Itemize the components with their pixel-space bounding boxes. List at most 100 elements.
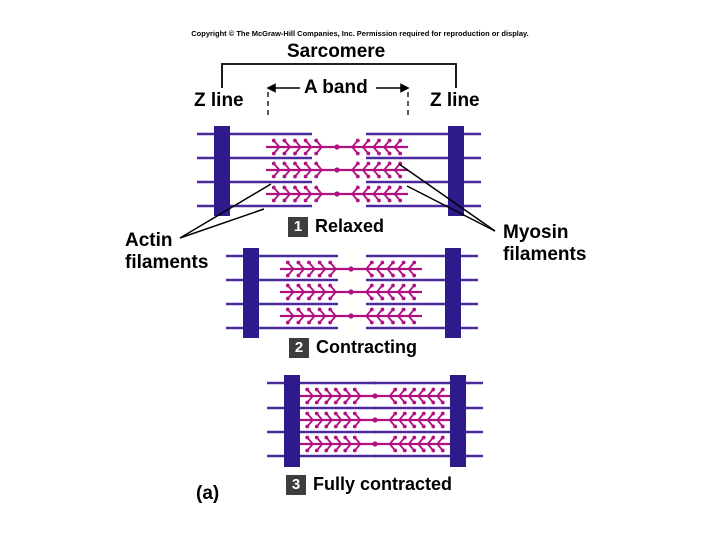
myosin-head-tip xyxy=(380,260,385,265)
myosin-head xyxy=(351,140,359,148)
myosin-head xyxy=(407,395,415,403)
myosin-head-tip xyxy=(314,424,319,429)
myosin-head-tip xyxy=(333,411,338,416)
myosin-head xyxy=(383,163,390,171)
myosin-head xyxy=(294,146,302,154)
myosin-head xyxy=(393,140,401,148)
myosin-head xyxy=(365,268,373,276)
myosin-head-tip xyxy=(412,387,417,392)
myosin-head xyxy=(376,315,383,323)
myosin-head xyxy=(383,140,390,148)
myosin-head xyxy=(294,140,302,148)
myosin-head xyxy=(393,146,401,154)
myosin-head xyxy=(354,413,362,421)
myosin-head xyxy=(393,193,401,201)
myosin-head xyxy=(354,395,362,403)
m-line-dot xyxy=(348,313,354,319)
myosin-head xyxy=(273,140,281,148)
myosin-head-tip xyxy=(333,387,338,392)
myosin-head-tip xyxy=(412,296,417,301)
myosin-head xyxy=(329,262,337,270)
myosin-head xyxy=(308,285,316,293)
myosin-head-tip xyxy=(271,185,276,190)
myosin-head xyxy=(305,187,312,195)
a-band-boundaries xyxy=(267,92,409,118)
myosin-head xyxy=(407,285,415,293)
myosin-head xyxy=(393,163,401,171)
myosin-head-tip xyxy=(285,296,290,301)
myosin-head-tip xyxy=(303,198,308,203)
myosin-head xyxy=(351,146,359,154)
myosin-head-tip xyxy=(402,448,407,453)
myosin-head-tip xyxy=(317,296,322,301)
myosin-head-tip xyxy=(412,411,417,416)
myosin-head-tip xyxy=(282,185,287,190)
stage-label: Contracting xyxy=(316,337,417,357)
myosin-head xyxy=(407,315,415,323)
myosin-head-tip xyxy=(440,424,445,429)
myosin-head-tip xyxy=(293,161,297,166)
myosin-head xyxy=(344,413,352,421)
myosin-head-tip xyxy=(366,151,371,156)
myosin-head-tip xyxy=(440,387,445,392)
myosin-head xyxy=(298,262,305,270)
myosin-head xyxy=(426,437,434,445)
myosin-head-tip xyxy=(393,387,398,392)
stage-number-box: 1 xyxy=(288,216,308,237)
myosin-head xyxy=(417,389,425,397)
stage-number-box: 2 xyxy=(289,337,309,358)
myosin-head-tip xyxy=(293,174,297,179)
myosin-head xyxy=(329,309,337,317)
myosin-head xyxy=(386,291,394,299)
myosin-head-tip xyxy=(305,448,310,453)
myosin-head-tip xyxy=(317,260,322,265)
myosin-head-tip xyxy=(282,151,287,156)
myosin-head xyxy=(305,146,312,154)
myosin-head xyxy=(298,291,305,299)
myosin-head xyxy=(372,140,380,148)
myosin-head xyxy=(398,395,406,403)
myosin-head-tip xyxy=(421,424,426,429)
myosin-head xyxy=(388,419,396,427)
myosin-head-tip xyxy=(401,307,406,312)
myosin-head-tip xyxy=(285,273,290,278)
myosin-head-tip xyxy=(333,435,338,440)
myosin-head xyxy=(329,285,337,293)
myosin-head-tip xyxy=(366,185,371,190)
myosin-head-tip xyxy=(401,296,406,301)
myosin-head-tip xyxy=(328,320,333,325)
myosin-head-tip xyxy=(412,424,417,429)
myosin-head xyxy=(305,169,312,177)
myosin-head-tip xyxy=(391,273,395,278)
myosin-head xyxy=(306,419,314,427)
myosin-head-tip xyxy=(343,424,348,429)
myosin-head xyxy=(344,419,352,427)
myosin-head-tip xyxy=(377,174,381,179)
myosin-head-tip xyxy=(305,424,310,429)
myosin-head-tip xyxy=(314,198,319,203)
myosin-head-tip xyxy=(343,387,348,392)
myosin-head-tip xyxy=(307,260,311,265)
myosin-head xyxy=(316,443,324,451)
myosin-head-tip xyxy=(352,387,357,392)
a-band-arrow xyxy=(266,83,410,93)
myosin-head-tip xyxy=(296,307,301,312)
myosin-head-tip xyxy=(380,283,385,288)
stage-number-box: 3 xyxy=(286,474,306,495)
myosin-head xyxy=(319,315,326,323)
myosin-head-tip xyxy=(293,151,297,156)
myosin-head-tip xyxy=(282,138,287,143)
stage-fully-contracted: 3 Fully contracted xyxy=(286,474,452,495)
myosin-head xyxy=(383,146,390,154)
myosin-head-tip xyxy=(314,435,319,440)
myosin-head-tip xyxy=(285,320,290,325)
myosin-head xyxy=(315,193,323,201)
myosin-head-tip xyxy=(271,161,276,166)
myosin-head-tip xyxy=(324,435,329,440)
myosin-head xyxy=(305,140,312,148)
myosin-label-line1: Myosin xyxy=(503,222,569,243)
myosin-head xyxy=(351,193,359,201)
myosin-head-tip xyxy=(317,307,322,312)
myosin-head xyxy=(365,315,373,323)
myosin-head xyxy=(436,437,444,445)
